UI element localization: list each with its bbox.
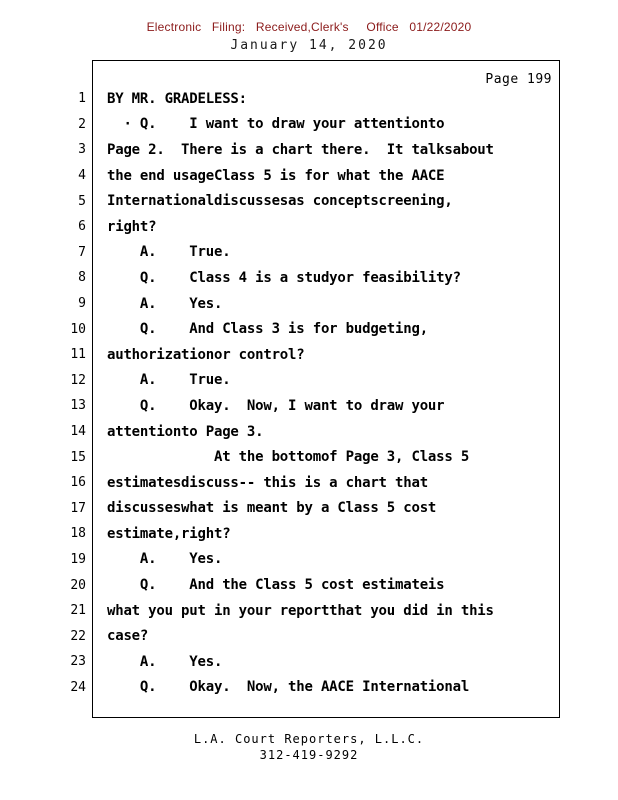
- line-text: Q. And the Class 5 cost estimateis: [107, 577, 445, 594]
- transcript-line: 13 Q. Okay. Now, I want to draw your: [0, 393, 618, 419]
- line-text: A. Yes.: [107, 551, 223, 568]
- line-number: 15: [70, 449, 86, 465]
- transcript-line: 16 estimatesdiscuss-- this is a chart th…: [0, 470, 618, 496]
- transcript-line: 12 A. True.: [0, 368, 618, 394]
- line-text: A. True.: [107, 244, 231, 261]
- transcript-line: 10 Q. And Class 3 is for budgeting,: [0, 316, 618, 342]
- transcript-page-border: [92, 60, 560, 718]
- line-text: Q. Okay. Now, I want to draw your: [107, 397, 445, 414]
- line-number: 24: [70, 679, 86, 695]
- line-number: 7: [78, 244, 86, 260]
- line-number: 19: [70, 551, 86, 567]
- page-footer: L.A. Court Reporters, L.L.C. 312-419-929…: [0, 732, 618, 762]
- line-text: Q. Class 4 is a studyor feasibility?: [107, 269, 461, 286]
- line-text: A. Yes.: [107, 653, 223, 670]
- transcript-lines: 1 BY MR. GRADELESS: 2 · Q. I want to dra…: [0, 86, 618, 700]
- line-number: 8: [78, 270, 86, 286]
- transcript-line: 7 A. True.: [0, 240, 618, 266]
- transcript-line: 3 Page 2. There is a chart there. It tal…: [0, 137, 618, 163]
- line-number: 10: [70, 321, 86, 337]
- line-text: At the bottomof Page 3, Class 5: [107, 449, 470, 466]
- line-number: 6: [78, 219, 86, 235]
- line-text: A. Yes.: [107, 295, 223, 312]
- line-number: 5: [78, 193, 86, 209]
- transcript-area: Page 199 1 BY MR. GRADELESS: 2 · Q. I wa…: [0, 60, 618, 720]
- line-text: · Q. I want to draw your attentionto: [107, 116, 445, 133]
- transcript-line: 1 BY MR. GRADELESS:: [0, 86, 618, 112]
- line-text: estimate,right?: [107, 525, 231, 542]
- line-number: 17: [70, 500, 86, 516]
- transcript-line: 9 A. Yes.: [0, 291, 618, 317]
- transcript-line: 14 attentionto Page 3.: [0, 419, 618, 445]
- page-header: Electronic Filing: Received,Clerk's Offi…: [0, 0, 618, 53]
- line-text: Q. And Class 3 is for budgeting,: [107, 321, 428, 338]
- line-number: 11: [70, 347, 86, 363]
- line-number: 1: [78, 91, 86, 107]
- line-number: 22: [70, 628, 86, 644]
- line-number: 18: [70, 526, 86, 542]
- line-text: attentionto Page 3.: [107, 423, 264, 440]
- transcript-line: 8 Q. Class 4 is a studyor feasibility?: [0, 265, 618, 291]
- transcript-line: 22 case?: [0, 623, 618, 649]
- line-text: BY MR. GRADELESS:: [107, 90, 247, 107]
- transcript-line: 20 Q. And the Class 5 cost estimateis: [0, 572, 618, 598]
- line-number: 20: [70, 577, 86, 593]
- court-reporter-phone: 312-419-9292: [259, 748, 359, 762]
- line-text: right?: [107, 218, 157, 235]
- transcript-line: 15 At the bottomof Page 3, Class 5: [0, 444, 618, 470]
- line-text: Page 2. There is a chart there. It talks…: [107, 141, 494, 158]
- line-text: Internationaldiscussesas conceptscreenin…: [107, 193, 453, 210]
- line-text: the end usageClass 5 is for what the AAC…: [107, 167, 445, 184]
- transcript-line: 24 Q. Okay. Now, the AACE International: [0, 675, 618, 701]
- line-text: Q. Okay. Now, the AACE International: [107, 679, 470, 696]
- line-number: 16: [70, 475, 86, 491]
- page-number-label: Page 199: [485, 72, 552, 87]
- transcript-line: 21 what you put in your reportthat you d…: [0, 598, 618, 624]
- electronic-filing-stamp: Electronic Filing: Received,Clerk's Offi…: [146, 20, 472, 34]
- line-number: 4: [78, 168, 86, 184]
- line-number: 2: [78, 116, 86, 132]
- transcript-line: 6 right?: [0, 214, 618, 240]
- line-number: 3: [78, 142, 86, 158]
- line-number: 21: [70, 603, 86, 619]
- line-number: 9: [78, 296, 86, 312]
- line-text: estimatesdiscuss-- this is a chart that: [107, 474, 428, 491]
- line-text: discusseswhat is meant by a Class 5 cost: [107, 500, 437, 517]
- transcript-line: 2 · Q. I want to draw your attentionto: [0, 112, 618, 138]
- line-number: 13: [70, 398, 86, 414]
- transcript-line: 19 A. Yes.: [0, 547, 618, 573]
- transcript-line: 17 discusseswhat is meant by a Class 5 c…: [0, 496, 618, 522]
- transcript-line: 4 the end usageClass 5 is for what the A…: [0, 163, 618, 189]
- line-text: what you put in your reportthat you did …: [107, 602, 494, 619]
- transcript-line: 23 A. Yes.: [0, 649, 618, 675]
- line-text: A. True.: [107, 372, 231, 389]
- line-text: authorizationor control?: [107, 346, 305, 363]
- line-number: 12: [70, 372, 86, 388]
- court-reporter-company: L.A. Court Reporters, L.L.C.: [193, 732, 425, 746]
- line-number: 14: [70, 424, 86, 440]
- deposition-date: January 14, 2020: [230, 38, 388, 53]
- line-text: case?: [107, 628, 149, 645]
- transcript-line: 18 estimate,right?: [0, 521, 618, 547]
- transcript-line: 11 authorizationor control?: [0, 342, 618, 368]
- line-number: 23: [70, 654, 86, 670]
- transcript-line: 5 Internationaldiscussesas conceptscreen…: [0, 188, 618, 214]
